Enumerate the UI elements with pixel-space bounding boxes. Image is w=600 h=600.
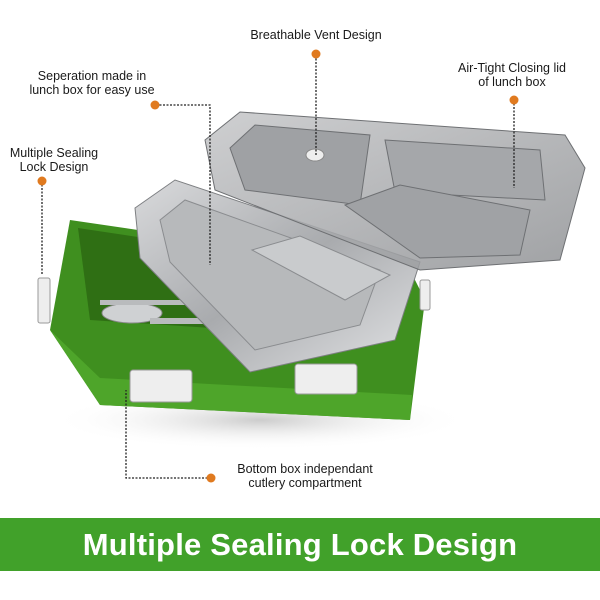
callout-cutlery: Bottom box independant cutlery compartme…	[237, 462, 373, 490]
callout-dots	[37, 49, 519, 483]
callout-airtight: Air-Tight Closing lid of lunch box	[458, 61, 566, 89]
callout-separation: Seperation made in lunch box for easy us…	[29, 69, 155, 97]
callout-vent: Breathable Vent Design	[250, 28, 382, 42]
lock-clip	[129, 369, 193, 403]
vent-icon	[305, 148, 325, 162]
transparent-lid	[204, 111, 586, 271]
banner-title: Multiple Sealing Lock Design	[82, 526, 518, 562]
steel-tray	[134, 179, 421, 373]
lock-clip	[294, 363, 358, 395]
lock-clip	[37, 277, 51, 324]
feature-banner: Multiple Sealing Lock Design	[0, 518, 600, 571]
leader-lines	[41, 55, 515, 479]
callout-sealing: Multiple Sealing Lock Design	[9, 146, 99, 174]
lock-clip	[419, 279, 431, 311]
